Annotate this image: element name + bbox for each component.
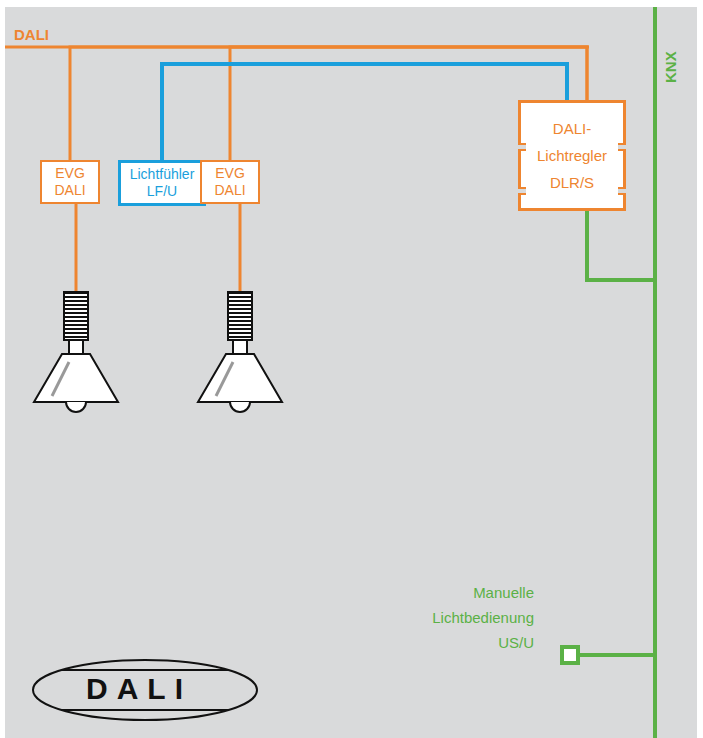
bus-label: DALI: [14, 27, 49, 42]
housing-notch: [518, 143, 526, 151]
housing-notch: [618, 187, 626, 195]
bus-connector: [162, 64, 567, 160]
housing-notch: [618, 143, 626, 151]
controller-box: DALI- Lichtregler DLR/S: [518, 100, 626, 211]
pendant-lamp: [198, 292, 282, 412]
ballast-box: EVG DALI: [40, 160, 100, 204]
logo-text: DALI: [86, 674, 192, 704]
ballast-box: EVG DALI: [200, 160, 260, 204]
node-label: DALI- Lichtregler DLR/S: [529, 115, 615, 196]
dali-logo: [33, 660, 257, 720]
switch-symbol: [560, 645, 580, 665]
pendant-lamp: [34, 292, 118, 412]
housing-notch: [518, 187, 526, 195]
node-label: Lichtfühler LF/U: [127, 166, 197, 200]
node-label: EVG DALI: [208, 165, 252, 199]
manual-control: Manuelle Lichtbedienung US/U: [390, 576, 580, 666]
bus-connector: [70, 47, 587, 160]
bus-label: KNX: [663, 51, 678, 83]
bus-connector: [580, 211, 655, 655]
sensor-box: Lichtfühler LF/U: [118, 160, 206, 206]
node-label: Manuelle Lichtbedienung US/U: [394, 580, 534, 655]
node-label: EVG DALI: [48, 165, 92, 199]
